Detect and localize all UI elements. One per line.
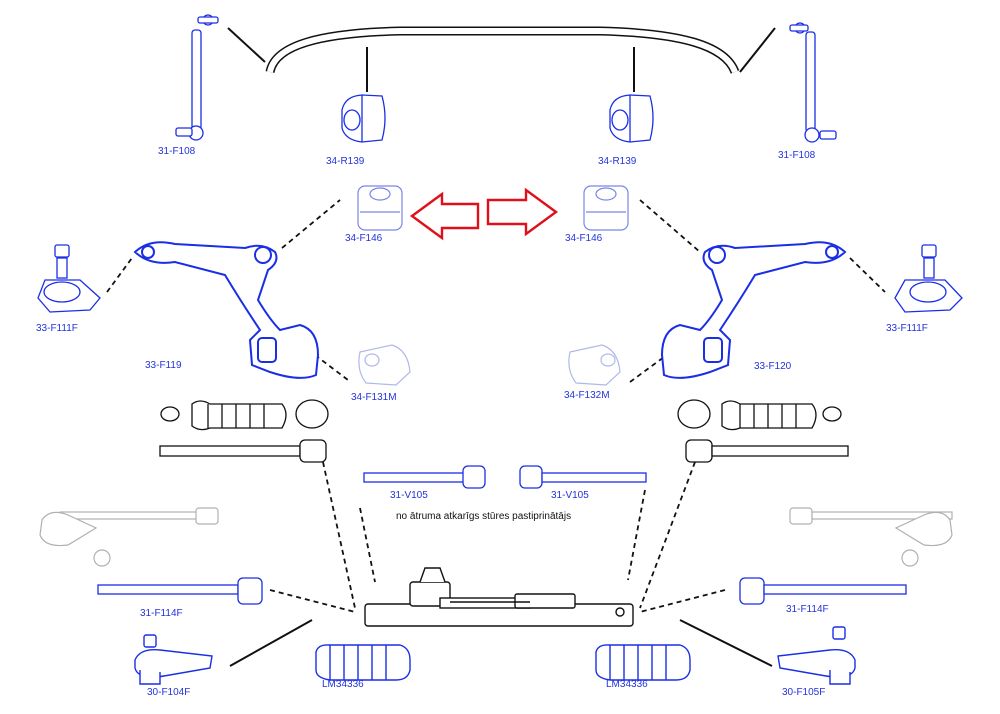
bar-bush-right[interactable] [609,94,654,143]
label-tie-end-left: 30-F104F [147,687,191,698]
bar-bush-left[interactable] [341,94,386,143]
control-arm-left[interactable] [133,241,320,379]
rear-bush-left[interactable] [358,344,411,386]
steering-boot-left[interactable] [315,644,411,681]
tie-rod-left[interactable] [97,577,263,605]
label-boot-right: LM34336 [606,679,648,690]
inner-rod-blue-right[interactable] [519,465,647,489]
label-bar-bush-left: 34-R139 [326,156,365,167]
tie-rod-end-right[interactable] [777,626,856,685]
label-bar-bush-right: 34-R139 [598,156,637,167]
label-link-left: 31-F108 [158,146,196,157]
anti-roll-bar[interactable] [265,26,740,74]
label-ball-joint-left: 33-F111F [36,323,78,334]
grey-tie-end-right[interactable] [789,507,953,567]
boot-kit-left[interactable] [160,399,329,431]
ball-joint-right[interactable] [894,244,963,313]
front-bush-right[interactable] [583,185,629,231]
inner-rod-dark-left[interactable] [159,439,327,463]
label-inner-rod-right: 31-V105 [551,490,589,501]
label-tie-rod-right: 31-F114F [786,604,829,615]
inner-rod-dark-right[interactable] [685,439,849,463]
note-text: no ātruma atkarīgs stūres pastiprinātājs [396,511,572,522]
label-front-bush-right: 34-F146 [565,233,603,244]
inner-rod-blue-left[interactable] [363,465,486,489]
boot-kit-right[interactable] [677,399,842,431]
label-rear-bush-left: 34-F131M [351,392,397,403]
stabiliser-link-right[interactable] [789,22,837,143]
steering-rack[interactable] [364,567,634,627]
stabiliser-link-left[interactable] [175,14,219,141]
front-bush-left[interactable] [357,185,403,231]
tie-rod-right[interactable] [739,577,907,605]
arrow-right-icon [486,187,559,237]
rear-bush-right[interactable] [568,344,621,386]
dashed-leaders [106,199,886,613]
label-boot-left: LM34336 [322,679,364,690]
label-ball-joint-right: 33-F111F [886,323,928,334]
label-tie-end-right: 30-F105F [782,687,826,698]
label-link-right: 31-F108 [778,150,816,161]
arrow-left-icon [409,191,480,241]
control-arm-right[interactable] [660,241,847,379]
label-arm-left: 33-F119 [145,360,182,371]
leader-lines [227,27,776,667]
label-rear-bush-right: 34-F132M [564,390,610,401]
steering-boot-right[interactable] [595,644,691,681]
label-inner-rod-left: 31-V105 [390,490,428,501]
ball-joint-left[interactable] [37,244,101,313]
label-arm-right: 33-F120 [754,361,792,372]
grey-tie-end-left[interactable] [39,507,219,567]
tie-rod-end-left[interactable] [134,634,213,685]
label-front-bush-left: 34-F146 [345,233,383,244]
label-tie-rod-left: 31-F114F [140,608,183,619]
